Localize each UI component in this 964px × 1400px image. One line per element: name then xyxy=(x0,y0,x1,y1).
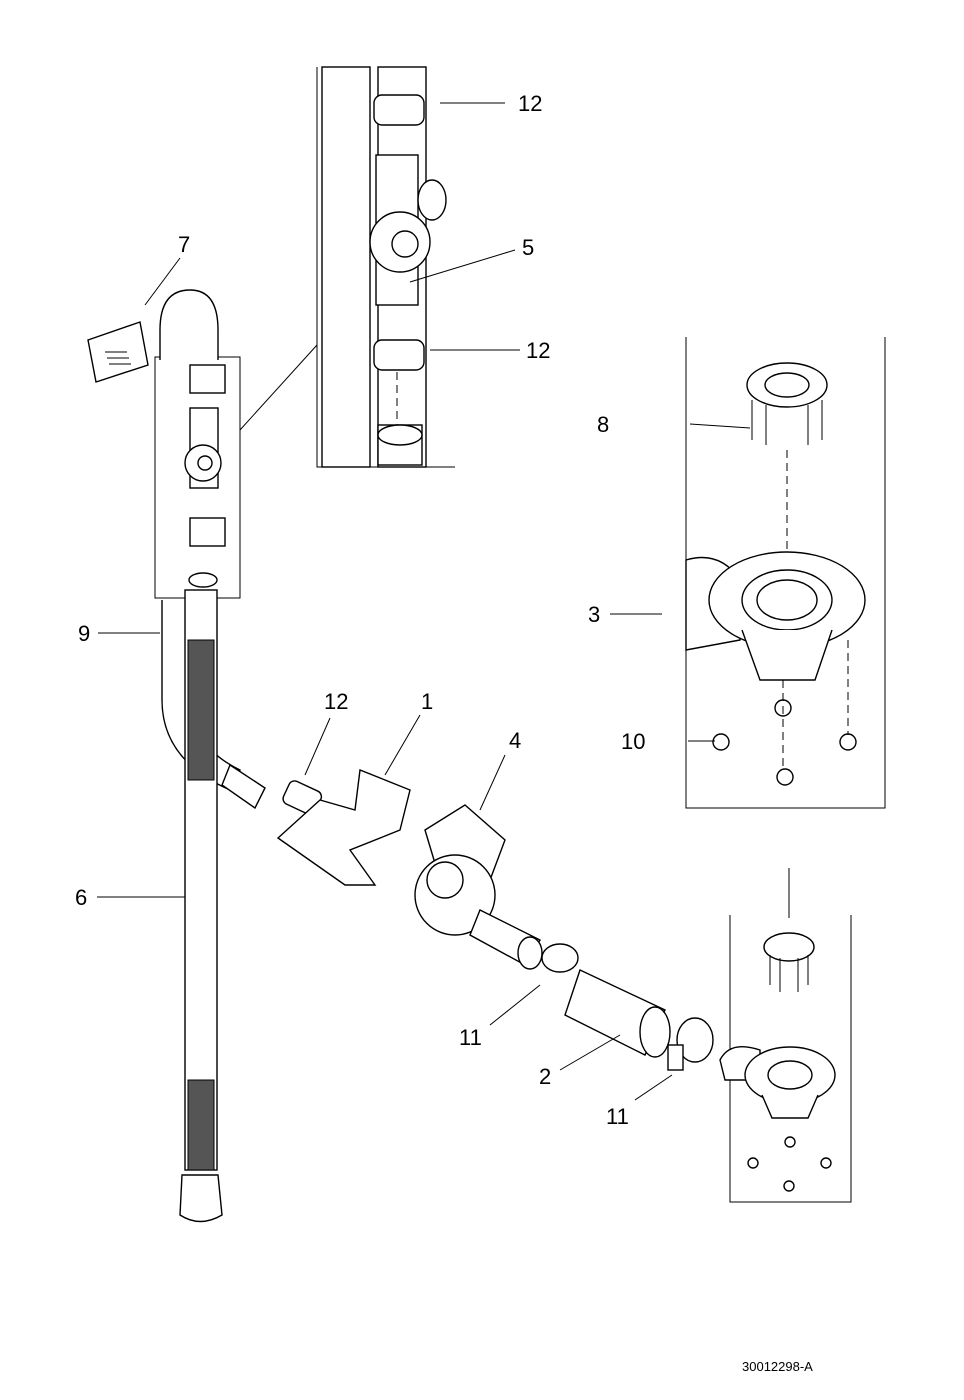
callout-9: 9 xyxy=(78,621,90,646)
callout-10: 10 xyxy=(621,729,645,754)
inset-panel-drain-small xyxy=(719,868,852,1203)
callout-11-right: 11 xyxy=(606,1104,629,1129)
drain-hose xyxy=(154,289,323,1223)
callout-12-top: 12 xyxy=(518,91,542,116)
callout-3: 3 xyxy=(588,602,600,627)
callout-1: 1 xyxy=(421,689,433,714)
drawing-number: 30012298-A xyxy=(742,1359,813,1374)
callout-8: 8 xyxy=(597,412,609,437)
leader-lines xyxy=(97,102,751,1101)
callout-6: 6 xyxy=(75,885,87,910)
bracket xyxy=(276,769,411,886)
callout-7: 7 xyxy=(178,232,190,257)
hose-segment xyxy=(469,909,714,1071)
label-sticker xyxy=(87,321,149,383)
callout-4: 4 xyxy=(509,728,521,753)
inset-connector-line xyxy=(239,344,318,431)
callout-5: 5 xyxy=(522,235,534,260)
callout-12-middle: 12 xyxy=(526,338,550,363)
inset-panel-top xyxy=(316,66,455,468)
valve xyxy=(414,804,506,936)
callout-2: 2 xyxy=(539,1064,551,1089)
callout-11-left: 11 xyxy=(459,1025,482,1050)
callout-12-bottom: 12 xyxy=(324,689,348,714)
inset-panel-drain-large xyxy=(685,337,886,809)
